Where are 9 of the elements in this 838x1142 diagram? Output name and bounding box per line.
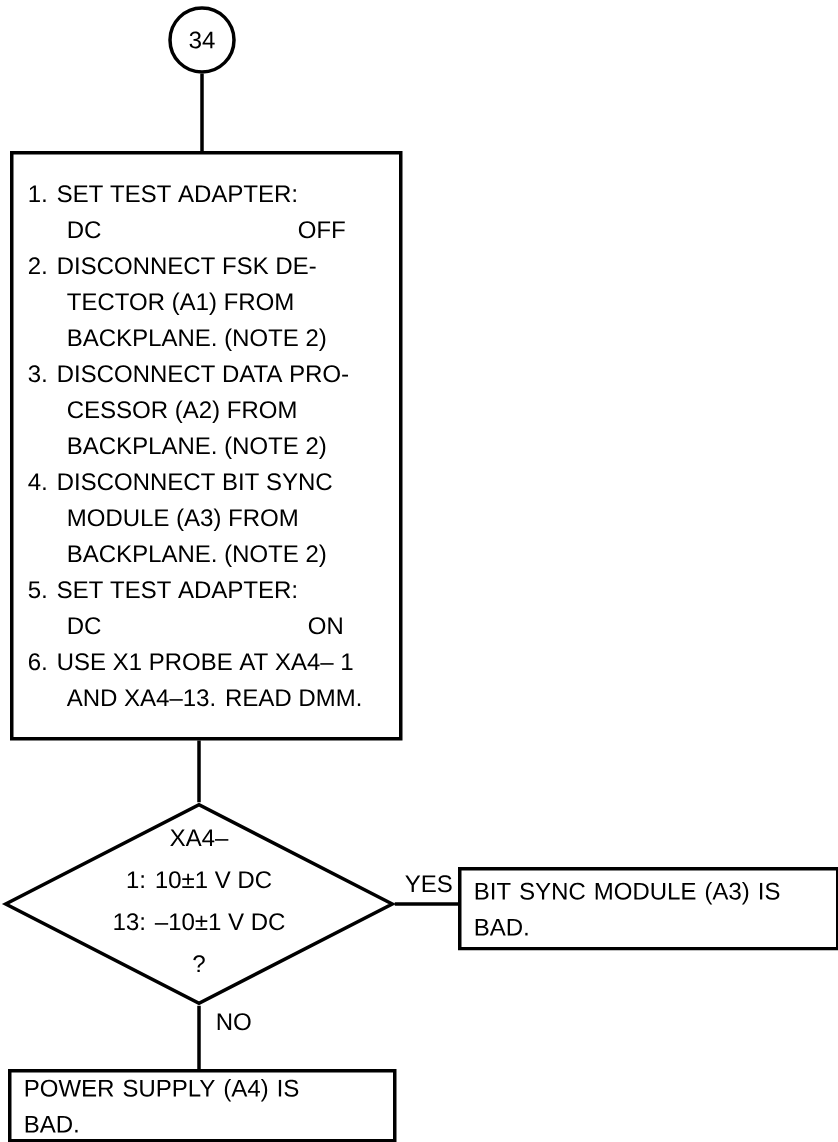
process-box: 1. SET TEST ADAPTER: DC OFF 2. DISCONNECT FSK DE- TECTOR (A1) FROM BACKPLANE. (NOTE 2) 3. DISCONNECT DATA PRO- CESSOR (A2) FROM BACKPLANE. (NOTE 2) 4. DISCONNECT BIT SYNC MODULE (A3) FROM BACKPLANE. (NOTE 2) 5. SET TEST ADAPTER: DC ON 6. USE X1 PROBE AT XA4– 1 AND XA4–13. READ DMM. [10, 151, 403, 741]
connector-line [197, 740, 201, 803]
process-box: POWER SUPPLY (A4) IS BAD. [8, 1069, 397, 1142]
edge-label: NO [214, 1012, 253, 1032]
connector-line [197, 1005, 201, 1069]
process-box: BIT SYNC MODULE (A3) IS BAD. [458, 867, 838, 951]
connector-line [200, 73, 204, 151]
connector-line [394, 902, 458, 906]
edge-label: YES [403, 874, 454, 894]
